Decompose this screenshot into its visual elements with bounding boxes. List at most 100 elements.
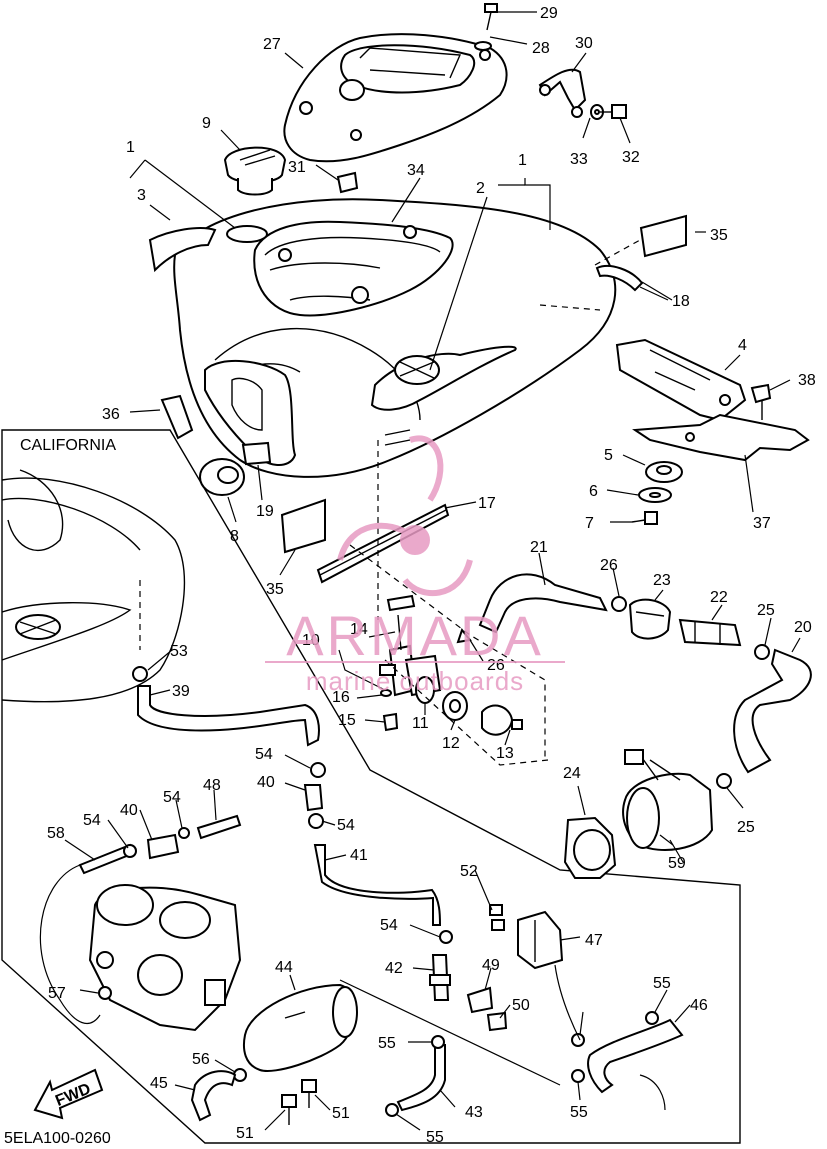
callout-34: 34 (407, 162, 425, 179)
callout-22: 22 (710, 589, 728, 606)
callout-52: 52 (460, 863, 478, 880)
callout-47: 47 (585, 932, 603, 949)
callout-54-right: 54 (380, 917, 398, 934)
plate-13 (481, 704, 514, 736)
callout-17: 17 (478, 495, 496, 512)
clip-54-right (439, 930, 453, 944)
screw-13 (511, 719, 523, 730)
clip-55-c (645, 1011, 659, 1025)
bracket-24 (563, 816, 617, 879)
hose-45 (190, 1070, 237, 1122)
damper-5 (645, 461, 683, 483)
callout-6: 6 (589, 483, 598, 500)
clip-54-leftb (178, 827, 190, 839)
callout-26-top: 26 (600, 557, 618, 574)
callout-numbers: 1 1 2 3 4 5 6 7 8 9 10 11 12 13 14 15 16… (47, 5, 816, 1146)
callout-15: 15 (338, 712, 356, 729)
hose-39 (137, 685, 320, 747)
callout-11: 11 (412, 715, 429, 732)
callout-25-bottom: 25 (737, 819, 755, 836)
callout-44: 44 (275, 959, 293, 976)
callout-40-mid: 40 (257, 774, 275, 791)
callout-54-left: 54 (83, 812, 101, 829)
clip-25-top (754, 644, 770, 660)
grommet-8 (199, 458, 245, 496)
fitting-42 (429, 954, 451, 1001)
washer-6 (638, 487, 672, 503)
callout-4: 4 (738, 337, 747, 354)
hose-48 (196, 814, 242, 840)
callout-55-a: 55 (378, 1035, 396, 1052)
callout-3: 3 (137, 187, 146, 204)
washer-16 (380, 689, 392, 697)
callout-31: 31 (288, 159, 306, 176)
callout-20: 20 (794, 619, 812, 636)
fuel-pump-59 (622, 749, 714, 851)
callout-2: 2 (476, 180, 485, 197)
callout-35-top: 35 (710, 227, 728, 244)
union-23 (628, 598, 672, 640)
callout-45: 45 (150, 1075, 168, 1092)
clip-54-mid (310, 762, 326, 778)
callout-35-bottom: 35 (266, 581, 284, 598)
fuel-cap (223, 146, 287, 196)
bolt-38 (750, 383, 772, 420)
hose-21 (478, 573, 608, 634)
diagram-code: 5ELA100-0260 (4, 1130, 111, 1147)
valve-47 (517, 910, 564, 970)
callout-1-left: 1 (126, 139, 135, 156)
callout-9: 9 (202, 115, 211, 132)
clip-31 (336, 171, 359, 194)
label-35-bottom (280, 498, 326, 554)
clip-55-a (431, 1035, 445, 1049)
callout-10: 10 (302, 632, 320, 649)
callout-56: 56 (192, 1051, 210, 1068)
callout-43: 43 (465, 1104, 483, 1121)
clip-55-d (571, 1069, 585, 1083)
callout-29: 29 (540, 5, 558, 22)
callout-55-b: 55 (426, 1129, 444, 1146)
fitting-49 (466, 986, 494, 1014)
screw-15 (382, 712, 399, 732)
callout-51-left: 51 (236, 1125, 254, 1142)
watermark-brand: ARMADA (286, 604, 544, 667)
callout-19: 19 (256, 503, 274, 520)
callout-13: 13 (496, 745, 514, 762)
callout-40-left: 40 (120, 802, 138, 819)
callout-59: 59 (668, 855, 686, 872)
callout-18: 18 (672, 293, 690, 310)
clip-54-left (123, 844, 137, 858)
clip-54-midb (308, 813, 324, 829)
callout-54-midb: 54 (337, 817, 355, 834)
callout-14: 14 (350, 621, 368, 638)
strip-17 (316, 503, 450, 584)
callout-12: 12 (442, 735, 460, 752)
fwd-arrow: FWD (33, 1068, 104, 1120)
clip-26-mid (456, 627, 472, 644)
watermark-tagline: marine outboards (306, 666, 524, 696)
carburetor (88, 884, 242, 1032)
washer-33 (590, 104, 604, 120)
bolts-52 (489, 904, 505, 931)
watermark-logo-icon (337, 435, 473, 596)
callout-24: 24 (563, 765, 581, 782)
bracket-37 (632, 413, 810, 462)
callout-21: 21 (530, 539, 548, 556)
callout-41: 41 (350, 847, 368, 864)
filter-22 (678, 618, 742, 647)
leader-lines (64, 11, 801, 1131)
callout-32: 32 (622, 149, 640, 166)
watermark: ARMADA marine outboards (265, 435, 565, 696)
callout-5: 5 (604, 447, 613, 464)
callout-23: 23 (653, 572, 671, 589)
callout-48: 48 (203, 777, 221, 794)
california-label: CALIFORNIA (20, 437, 116, 454)
hose-20 (733, 648, 812, 774)
callout-36: 36 (102, 406, 120, 423)
callout-46: 46 (690, 997, 708, 1014)
clip-54-lower (571, 1033, 585, 1047)
bracket-4 (615, 338, 747, 422)
callout-1-right: 1 (518, 152, 527, 169)
callout-30: 30 (575, 35, 593, 52)
